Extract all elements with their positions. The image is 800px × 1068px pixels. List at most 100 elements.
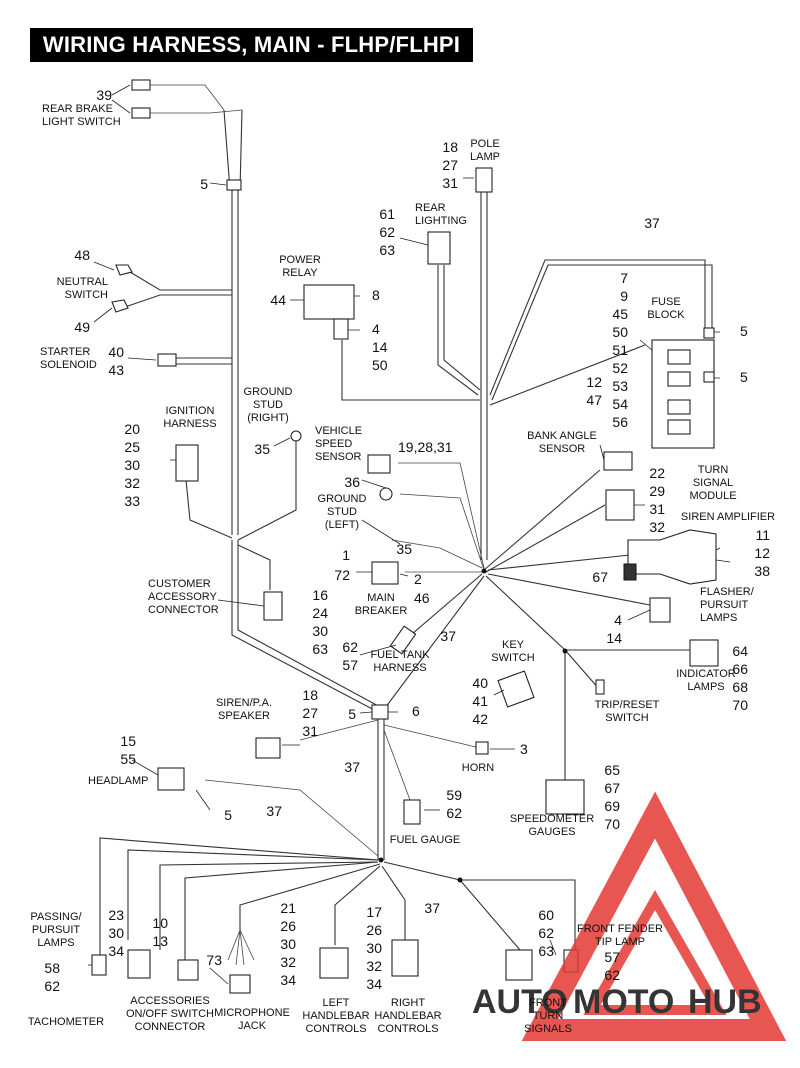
fuse-block-ref-number: 5 bbox=[740, 369, 748, 385]
pole-lamp-connector bbox=[475, 167, 493, 193]
headlamp-ref-number: 15 bbox=[120, 733, 136, 749]
rear-brake-switch-connector-b bbox=[131, 107, 151, 119]
fuse-block-ref-number: 7 bbox=[620, 270, 628, 286]
fuse-block-ref-number: 53 bbox=[612, 378, 628, 394]
ground-stud-right-label: GROUND bbox=[244, 386, 293, 398]
fuel-tank-harness-ref-number: 37 bbox=[440, 628, 456, 644]
microphone-jack-body bbox=[229, 974, 251, 994]
rear-brake-light-switch-label: REAR BRAKE bbox=[42, 103, 113, 115]
headlamp-ref-number: 37 bbox=[344, 759, 360, 775]
fuse-2 bbox=[667, 371, 691, 387]
ref-5-top-ref-number: 5 bbox=[200, 176, 208, 192]
siren-amplifier-plug bbox=[623, 563, 637, 581]
fuse-block-ref-number: 9 bbox=[620, 288, 628, 304]
key-switch-body bbox=[497, 670, 535, 708]
fuel-tank-harness-ref-number: 57 bbox=[342, 657, 358, 673]
key-switch-label: SWITCH bbox=[491, 652, 534, 664]
rear-brake-light-switch-ref-number: 39 bbox=[96, 87, 112, 103]
siren-amplifier-ref-number: 12 bbox=[754, 545, 770, 561]
accessories-switch-connector bbox=[127, 949, 151, 979]
ignition-harness-ref-number: 25 bbox=[124, 439, 140, 455]
passing-pursuit-lamps-ref-number: 58 bbox=[44, 960, 60, 976]
indicator-lamps-ref-number: 64 bbox=[732, 643, 748, 659]
ignition-harness-connector bbox=[175, 444, 199, 482]
fuel-gauge-ref-number: 62 bbox=[446, 805, 462, 821]
fuse-4 bbox=[667, 419, 691, 435]
ref-5-top-label-group: 5 bbox=[200, 176, 208, 192]
fuse-block-ref-number: 56 bbox=[612, 414, 628, 430]
rear-lighting-connector bbox=[427, 231, 451, 265]
harness-wires bbox=[99, 84, 713, 966]
fuel-tank-harness-label: FUEL TANK bbox=[370, 649, 430, 661]
customer-accessory-connector-ref-number: 16 bbox=[312, 587, 328, 603]
siren-amplifier-ref-number: 38 bbox=[754, 563, 770, 579]
speedometer-gauges-label: SPEEDOMETER bbox=[510, 813, 594, 825]
ground-stud-left-ref-number: 36 bbox=[344, 474, 360, 490]
fuel-tank-harness-ref-number: 62 bbox=[342, 639, 358, 655]
siren-pa-speaker-label: SIREN/P.A. bbox=[216, 697, 272, 709]
rear-lighting-ref-number: 61 bbox=[379, 206, 395, 222]
neutral-switch-a bbox=[115, 264, 133, 276]
fuse-1 bbox=[667, 349, 691, 365]
fuse-3 bbox=[667, 399, 691, 415]
siren-pa-speaker-ref-number: 31 bbox=[302, 723, 318, 739]
right-handlebar-controls-ref-number: 17 bbox=[366, 904, 382, 920]
flasher-pursuit-lamps-label: FLASHER/ bbox=[700, 586, 755, 598]
siren-amplifier-ref-number: 67 bbox=[592, 569, 608, 585]
customer-accessory-connector-ref-number: 63 bbox=[312, 641, 328, 657]
turn-signal-module-ref-number: 32 bbox=[649, 519, 665, 535]
left-handlebar-controls-label: LEFT bbox=[323, 997, 350, 1009]
speedometer-gauges-ref-number: 69 bbox=[604, 798, 620, 814]
indicator-lamps-ref-number: 66 bbox=[732, 661, 748, 677]
main-breaker-ref-number: 46 bbox=[414, 590, 430, 606]
fuse-block-ref-number: 45 bbox=[612, 306, 628, 322]
watermark-text-moto: MOTO bbox=[573, 983, 674, 1021]
turn-signal-module-label: TURN bbox=[698, 464, 729, 476]
indicator-lamps-label: INDICATOR bbox=[676, 668, 736, 680]
turn-signal-module-label: SIGNAL bbox=[693, 477, 733, 489]
front-turn-signals-label: TURN bbox=[533, 1010, 564, 1022]
turn-signal-module-label: MODULE bbox=[689, 490, 736, 502]
speedometer-gauges-ref-number: 70 bbox=[604, 816, 620, 832]
left-handlebar-controls-ref-number: 26 bbox=[280, 918, 296, 934]
fuse-block-ref-number: 51 bbox=[612, 342, 628, 358]
main-breaker-ref-number: 2 bbox=[414, 571, 422, 587]
power-relay-plug bbox=[333, 318, 349, 340]
right-handlebar-controls-ref-number: 34 bbox=[366, 976, 382, 992]
speedometer-gauges-ref-number: 67 bbox=[604, 780, 620, 796]
starter-solenoid-label: SOLENOID bbox=[40, 359, 97, 371]
passing-pursuit-lamps-label: LAMPS bbox=[37, 937, 74, 949]
pole-lamp-label: POLE bbox=[470, 138, 499, 150]
watermark-text-hub: HUB bbox=[688, 983, 762, 1021]
right-handlebar-controls-label: RIGHT bbox=[391, 997, 426, 1009]
speedometer-gauges-ref-number: 65 bbox=[604, 762, 620, 778]
neutral-switch-label: NEUTRAL bbox=[57, 276, 108, 288]
ignition-harness-ref-number: 32 bbox=[124, 475, 140, 491]
main-breaker-label: MAIN bbox=[367, 592, 395, 604]
siren-pa-speaker-ref-number: 18 bbox=[302, 687, 318, 703]
ground-stud-left-ref-number: 35 bbox=[396, 541, 412, 557]
fuse-block-ref-number: 37 bbox=[644, 215, 660, 231]
horn-label: HORN bbox=[462, 762, 494, 774]
siren-amplifier-label: SIREN AMPLIFIER bbox=[681, 511, 775, 523]
tachometer-label: TACHOMETER bbox=[28, 1016, 104, 1028]
left-handlebar-controls-label: HANDLEBAR bbox=[302, 1010, 369, 1022]
siren-pa-speaker-label: SPEAKER bbox=[218, 710, 270, 722]
fuse-block-ref-number: 5 bbox=[740, 323, 748, 339]
turn-signal-module-body bbox=[605, 489, 635, 521]
accessories-switch-connector-label: ON/OFF SWITCH bbox=[126, 1008, 214, 1020]
right-handlebar-controls-ref-number: 26 bbox=[366, 922, 382, 938]
bank-angle-sensor-label: BANK ANGLE bbox=[527, 430, 597, 442]
ground-stud-right-label: STUD bbox=[253, 399, 283, 411]
